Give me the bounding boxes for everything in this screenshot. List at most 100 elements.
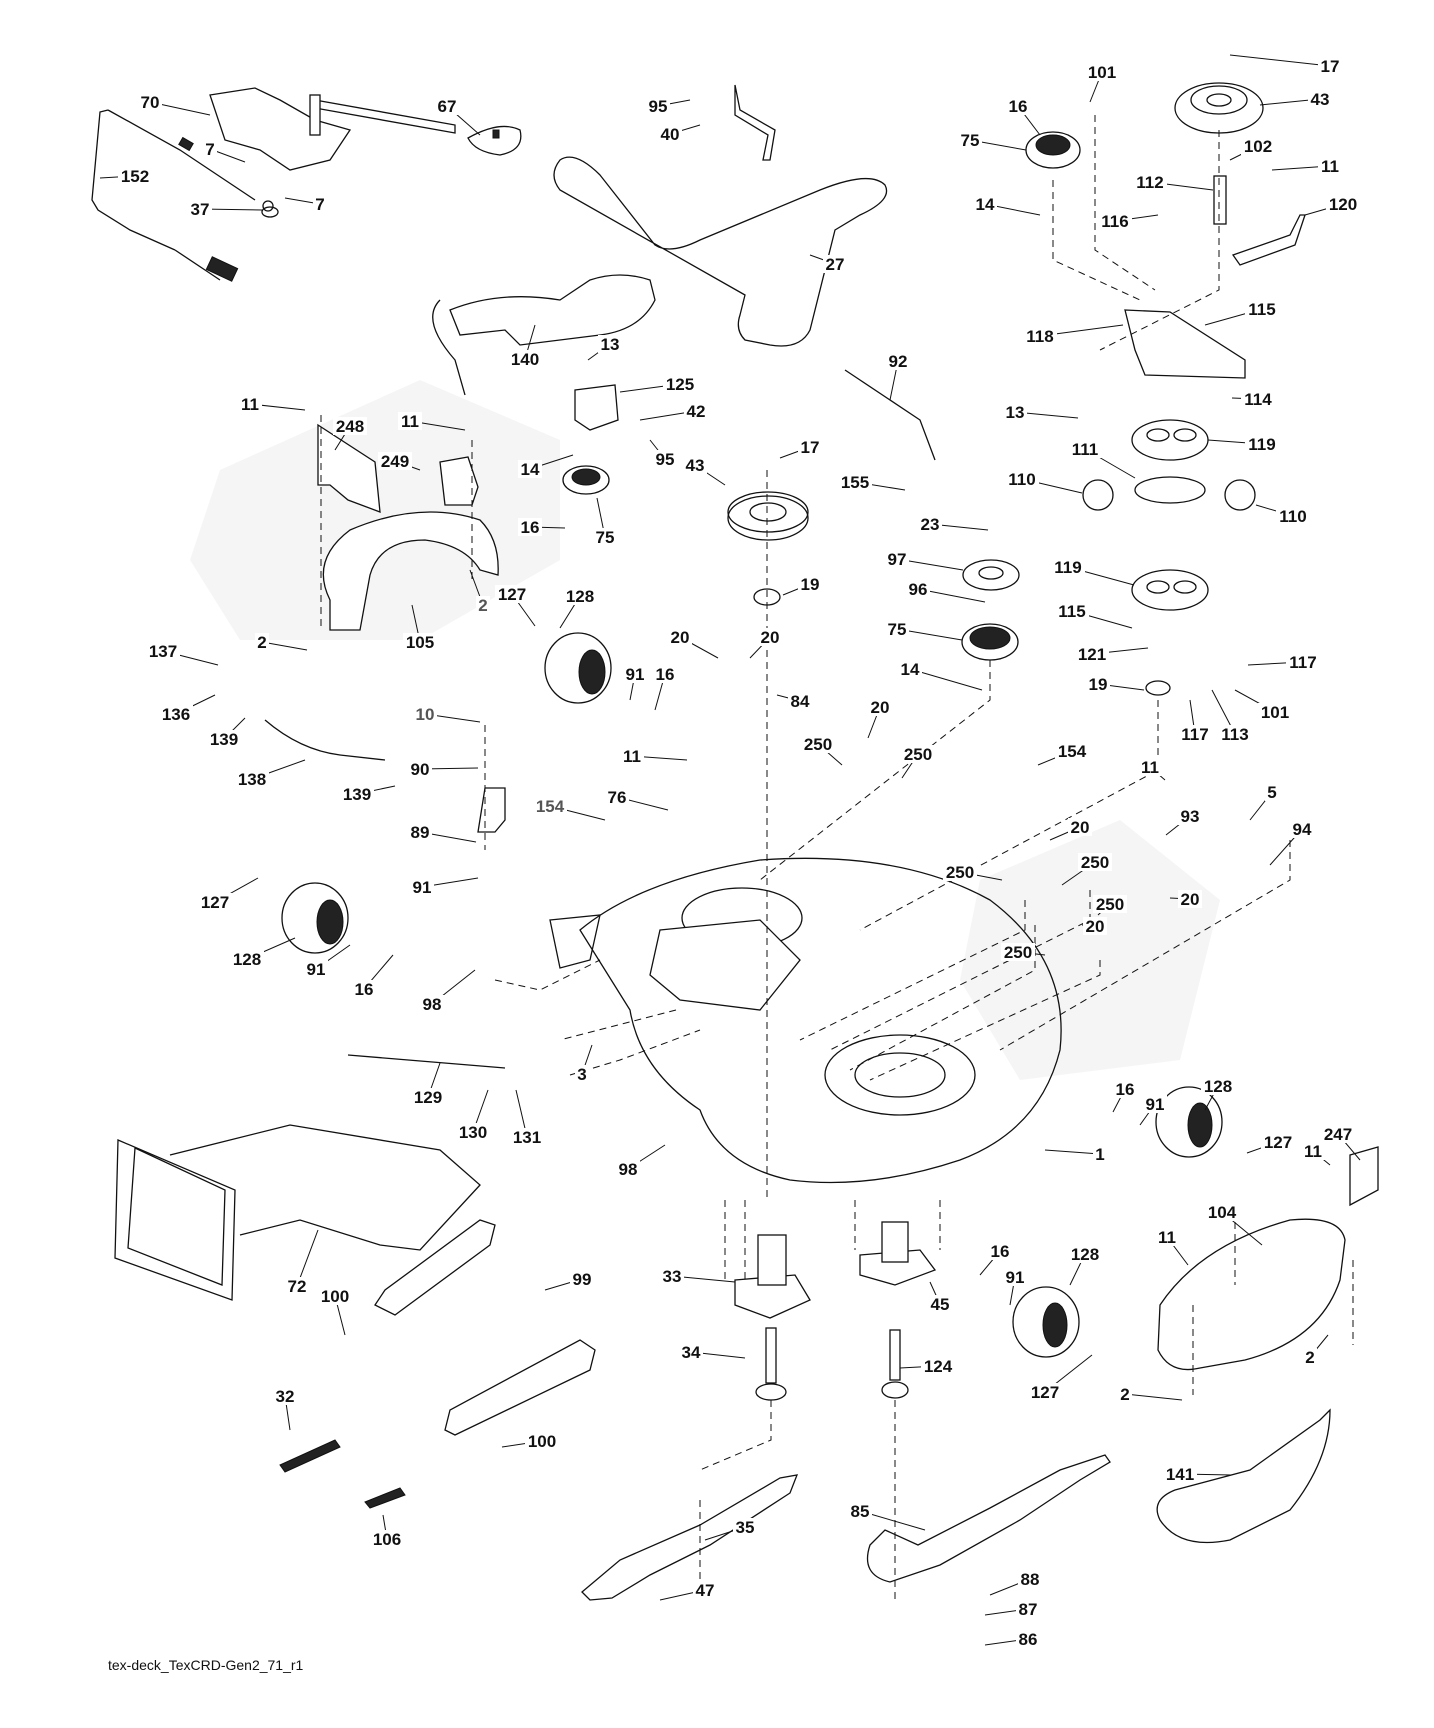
label-background xyxy=(420,995,444,1013)
label-background xyxy=(238,395,262,413)
rod-129 xyxy=(347,1054,506,1069)
part-number-label: 20 xyxy=(671,628,690,647)
callout-19: 19 xyxy=(1086,675,1145,694)
label-background xyxy=(1308,90,1332,108)
label-background xyxy=(679,1343,703,1361)
callout-42: 42 xyxy=(639,402,708,421)
part-number-label: 70 xyxy=(141,93,160,112)
callout-20: 20 xyxy=(749,628,782,659)
part-number-label: 124 xyxy=(924,1357,953,1376)
callout-136: 136 xyxy=(159,694,216,724)
callout-76: 76 xyxy=(605,788,669,811)
label-background xyxy=(898,660,922,678)
part-number-label: 19 xyxy=(1089,675,1108,694)
leader-line xyxy=(1229,54,1331,67)
callout-155: 155 xyxy=(838,473,906,492)
callout-98: 98 xyxy=(616,1144,666,1179)
part-number-label: 34 xyxy=(682,1343,701,1362)
part-number-label: 1 xyxy=(1095,1145,1104,1164)
part-number-label: 75 xyxy=(888,620,907,639)
part-number-label: 115 xyxy=(1248,300,1275,319)
part-number-label: 114 xyxy=(1244,390,1272,409)
label-background xyxy=(593,528,617,546)
callout-16: 16 xyxy=(518,518,566,537)
label-background xyxy=(235,770,269,788)
part-number-label: 119 xyxy=(1054,558,1081,577)
part-number-label: 19 xyxy=(801,575,820,594)
callout-101: 101 xyxy=(1234,689,1292,722)
callout-84: 84 xyxy=(776,692,812,711)
baffle-141 xyxy=(1156,1408,1331,1544)
callout-100: 100 xyxy=(501,1432,559,1451)
part-number-label: 154 xyxy=(1058,742,1087,761)
callout-110: 110 xyxy=(1005,470,1083,494)
deck-housing-1 xyxy=(549,857,1062,1184)
label-background xyxy=(1155,1228,1179,1246)
part-number-label: 7 xyxy=(205,140,214,159)
label-background xyxy=(921,1357,955,1375)
part-number-label: 43 xyxy=(1311,90,1330,109)
callout-14: 14 xyxy=(898,660,983,691)
part-number-label: 129 xyxy=(414,1088,442,1107)
label-background xyxy=(928,1295,952,1313)
label-background xyxy=(411,1088,445,1106)
callout-90: 90 xyxy=(408,760,479,779)
callout-45: 45 xyxy=(928,1281,952,1314)
part-number-label: 247 xyxy=(1324,1125,1352,1144)
callout-11: 11 xyxy=(620,747,688,766)
part-number-label: 76 xyxy=(608,788,627,807)
part-number-label: 72 xyxy=(288,1277,307,1296)
label-background xyxy=(138,93,162,111)
callout-3: 3 xyxy=(575,1044,593,1084)
callout-2: 2 xyxy=(255,633,308,652)
label-background xyxy=(403,633,437,651)
part-number-label: 7 xyxy=(315,195,324,214)
part-number-label: 75 xyxy=(596,528,615,547)
label-background xyxy=(563,587,597,605)
callout-115: 115 xyxy=(1204,300,1279,326)
part-number-label: 102 xyxy=(1244,137,1272,156)
callout-115: 115 xyxy=(1055,602,1133,629)
washer-37 xyxy=(262,200,274,212)
pulley-97 xyxy=(962,559,1020,591)
label-background xyxy=(958,131,982,149)
label-background xyxy=(1085,63,1119,81)
callout-101: 101 xyxy=(1085,63,1119,103)
label-background xyxy=(476,596,490,614)
label-background xyxy=(1318,157,1342,175)
part-number-label: 43 xyxy=(686,456,705,475)
callout-125: 125 xyxy=(619,375,697,394)
callout-114: 114 xyxy=(1231,390,1275,409)
callout-33: 33 xyxy=(660,1267,736,1286)
part-number-label: 100 xyxy=(528,1432,556,1451)
callout-128: 128 xyxy=(1068,1245,1102,1286)
label-background xyxy=(683,456,707,474)
label-background xyxy=(693,1581,717,1599)
callout-127: 127 xyxy=(198,877,259,912)
callout-93: 93 xyxy=(1165,807,1202,836)
part-number-label: 11 xyxy=(241,395,259,414)
part-number-label: 86 xyxy=(1019,1630,1038,1649)
callout-250: 250 xyxy=(801,735,843,766)
label-background xyxy=(1086,675,1110,693)
label-background xyxy=(575,1065,589,1083)
part-number-label: 155 xyxy=(841,473,869,492)
callout-75: 75 xyxy=(885,620,963,641)
label-background xyxy=(533,797,567,815)
label-background xyxy=(653,450,677,468)
callout-16: 16 xyxy=(1006,97,1041,136)
part-number-label: 2 xyxy=(1120,1385,1129,1404)
part-number-label: 106 xyxy=(373,1530,401,1549)
part-number-label: 104 xyxy=(1208,1203,1237,1222)
callout-11: 11 xyxy=(1271,157,1342,176)
callout-116: 116 xyxy=(1098,212,1159,231)
spindle-shaft-124 xyxy=(881,1329,909,1399)
part-number-label: 115 xyxy=(1058,602,1085,621)
part-number-label: 92 xyxy=(889,352,908,371)
part-number-label: 110 xyxy=(1008,470,1035,489)
part-number-label: 13 xyxy=(601,335,620,354)
callout-250: 250 xyxy=(1001,943,1046,962)
shield-248 xyxy=(317,423,381,513)
part-number-label: 130 xyxy=(459,1123,487,1142)
blade-35 xyxy=(581,1474,799,1601)
